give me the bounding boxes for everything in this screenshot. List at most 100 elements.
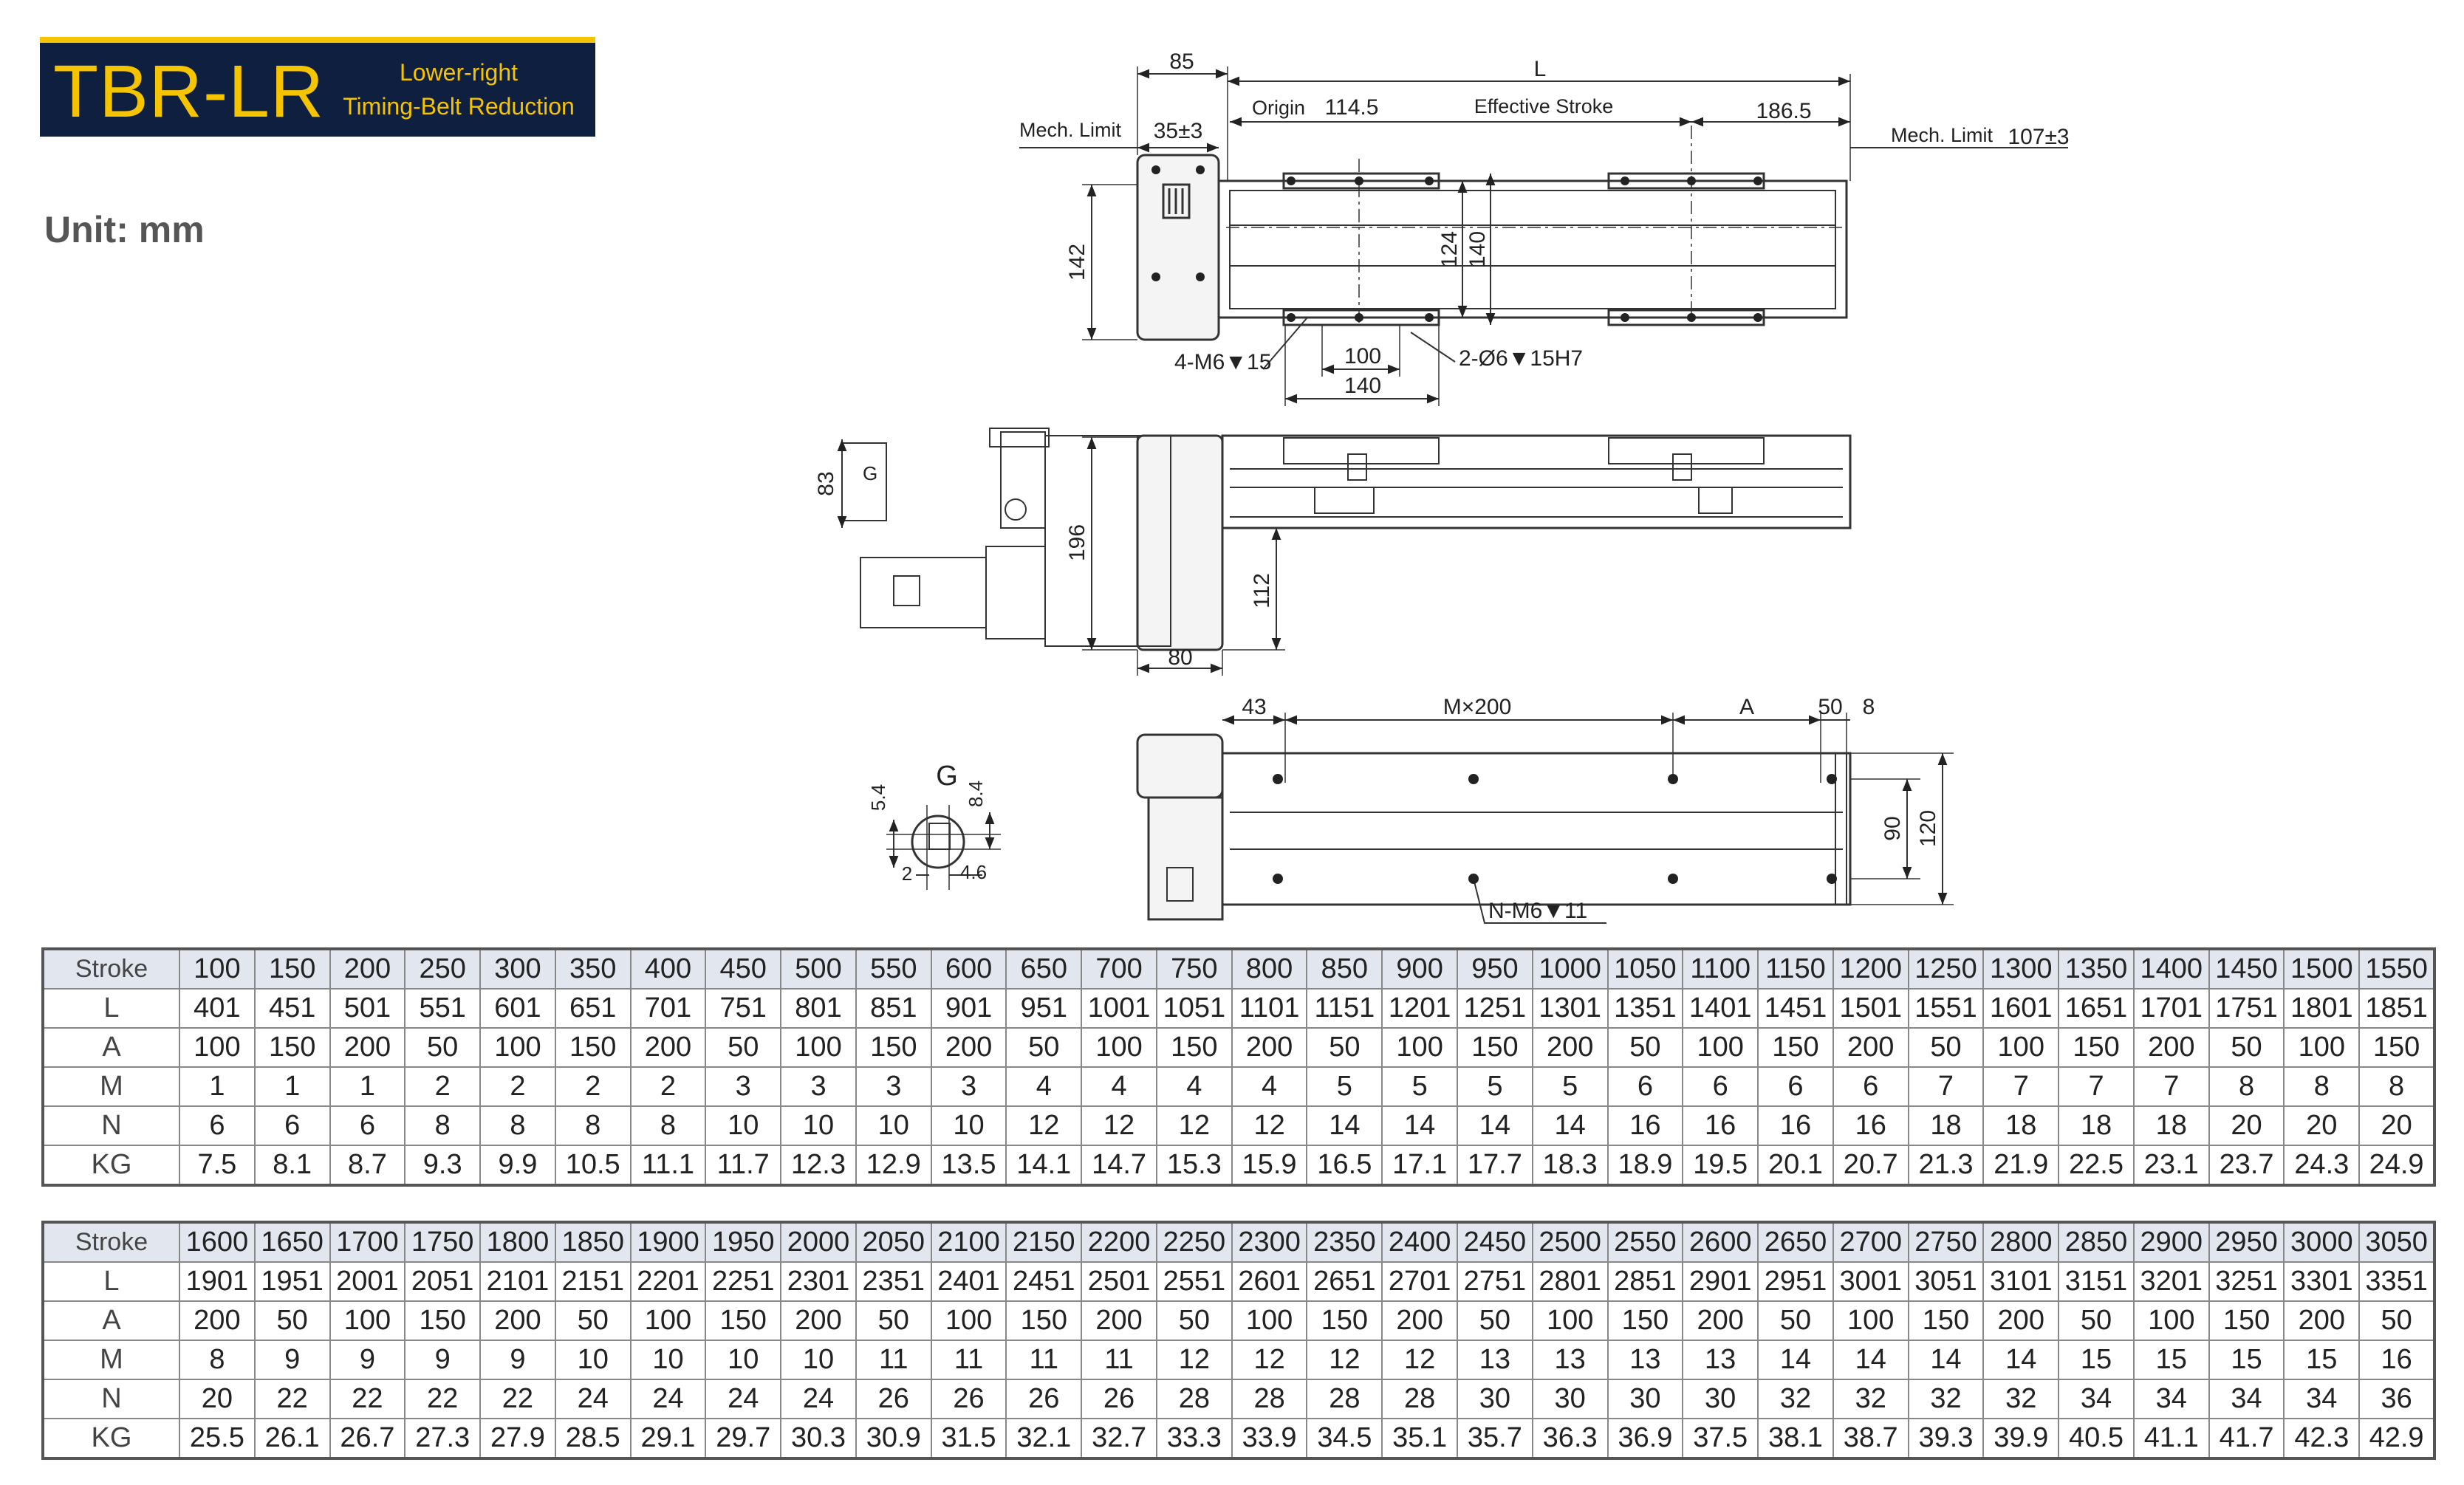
model-subtitle-line1: Lower-right	[399, 59, 519, 86]
spec-cell: 100	[1682, 1027, 1759, 1068]
spec-cell: 15	[2058, 1340, 2135, 1380]
mech-limit-left-label: Mech. Limit	[1019, 119, 1122, 141]
spec-cell: 150	[2208, 1300, 2285, 1341]
spec-cell: 2250	[1155, 1221, 1233, 1263]
spec-row-label: M	[42, 1066, 180, 1107]
spec-cell: 100	[1381, 1027, 1459, 1068]
spec-cell: 5	[1306, 1066, 1383, 1107]
spec-cell: 950	[1457, 948, 1533, 990]
spec-cell: 6	[253, 1105, 331, 1146]
side-clamp-1	[1314, 487, 1375, 514]
spec-cell: 1550	[2358, 948, 2435, 990]
spec-cell: 6	[1832, 1066, 1909, 1107]
spec-cell: 1751	[2208, 988, 2285, 1029]
spec-row-label: L	[42, 988, 180, 1029]
bottom-view	[1136, 713, 1954, 924]
spec-cell: 11.1	[629, 1145, 707, 1186]
spec-cell: 27.9	[479, 1418, 556, 1459]
side-motor-housing	[1136, 434, 1224, 651]
spec-cell: 15.3	[1155, 1145, 1233, 1186]
spec-cell: 2751	[1457, 1261, 1533, 1302]
spec-cell: 32	[1757, 1379, 1834, 1419]
spec-cell: 24	[554, 1379, 632, 1419]
spec-cell: 1300	[1982, 948, 2060, 990]
spec-cell: 200	[329, 948, 406, 990]
spec-cell: 200	[1531, 1027, 1609, 1068]
spec-cell: 200	[329, 1027, 406, 1068]
spec-row-label: Stroke	[42, 948, 180, 990]
spec-cell: 1200	[1832, 948, 1909, 990]
spec-cell: 18.9	[1606, 1145, 1684, 1186]
spec-cell: 150	[1606, 1300, 1684, 1341]
spec-cell: 10	[930, 1105, 1007, 1146]
spec-row-label: N	[42, 1379, 180, 1419]
spec-cell: 901	[930, 988, 1007, 1029]
spec-cell: 1451	[1757, 988, 1834, 1029]
spec-cell: 1051	[1155, 988, 1233, 1029]
spec-cell: 32.7	[1081, 1418, 1157, 1459]
spec-cell: 18.3	[1531, 1145, 1609, 1186]
spec-cell: 7	[2132, 1066, 2210, 1107]
spec-cell: 5	[1457, 1066, 1533, 1107]
spec-cell: 12	[1155, 1340, 1233, 1380]
spec-cell: 2050	[855, 1221, 932, 1263]
spec-cell: 34	[2058, 1379, 2135, 1419]
spec-cell: 8	[2208, 1066, 2285, 1107]
spec-cell: 10	[554, 1340, 632, 1380]
spec-cell: 10	[705, 1340, 782, 1380]
spec-cell: 2451	[1005, 1261, 1083, 1302]
spec-cell: 1651	[2058, 988, 2135, 1029]
spec-cell: 1001	[1081, 988, 1157, 1029]
detail-g-view	[886, 805, 1001, 890]
spec-cell: 1500	[2283, 948, 2361, 990]
spec-cell: 27.3	[404, 1418, 482, 1459]
spec-cell: 550	[855, 948, 932, 990]
bottom-motor-housing	[1147, 796, 1224, 921]
spec-cell: 2101	[479, 1261, 556, 1302]
spec-cell: 50	[1606, 1027, 1684, 1068]
spec-cell: 14	[1757, 1340, 1834, 1380]
dim-112: 112	[1250, 573, 1274, 608]
dim-50: 50	[1818, 695, 1842, 719]
spec-cell: 1351	[1606, 988, 1684, 1029]
spec-cell: 34.5	[1306, 1418, 1383, 1459]
spec-cell: 100	[179, 948, 256, 990]
spec-cell: 22	[404, 1379, 482, 1419]
spec-cell: 2401	[930, 1261, 1007, 1302]
spec-cell: 2500	[1531, 1221, 1609, 1263]
spec-cell: 12	[1381, 1340, 1459, 1380]
spec-cell: 800	[1231, 948, 1308, 990]
spec-cell: 2950	[2208, 1221, 2285, 1263]
spec-cell: 28	[1155, 1379, 1233, 1419]
side-motor	[860, 557, 987, 628]
spec-cell: 150	[2358, 1027, 2435, 1068]
spec-cell: 150	[1155, 1027, 1233, 1068]
spec-cell: 36.3	[1531, 1418, 1609, 1459]
spec-cell: 31.5	[930, 1418, 1007, 1459]
spec-cell: 15.9	[1231, 1145, 1308, 1186]
spec-cell: 14	[1982, 1340, 2060, 1380]
spec-row-label: A	[42, 1300, 180, 1341]
dim-m200: M×200	[1443, 695, 1512, 719]
spec-cell: 7.5	[179, 1145, 256, 1186]
spec-cell: 1801	[2283, 988, 2361, 1029]
spec-cell: 851	[855, 988, 932, 1029]
spec-cell: 50	[404, 1027, 482, 1068]
model-title-box: TBR-LR Lower-right Timing-Belt Reduction	[40, 37, 595, 137]
spec-cell: 24	[705, 1379, 782, 1419]
spec-cell: 6	[329, 1105, 406, 1146]
spec-cell: 1551	[1907, 988, 1985, 1029]
side-detail-g-circle	[1005, 498, 1027, 521]
spec-cell: 1151	[1306, 988, 1383, 1029]
spec-cell: 3	[855, 1066, 932, 1107]
spec-cell: 26.7	[329, 1418, 406, 1459]
spec-cell: 451	[253, 988, 331, 1029]
spec-cell: 951	[1005, 988, 1083, 1029]
spec-cell: 1150	[1757, 948, 1834, 990]
spec-cell: 50	[1306, 1027, 1383, 1068]
spec-cell: 2851	[1606, 1261, 1684, 1302]
